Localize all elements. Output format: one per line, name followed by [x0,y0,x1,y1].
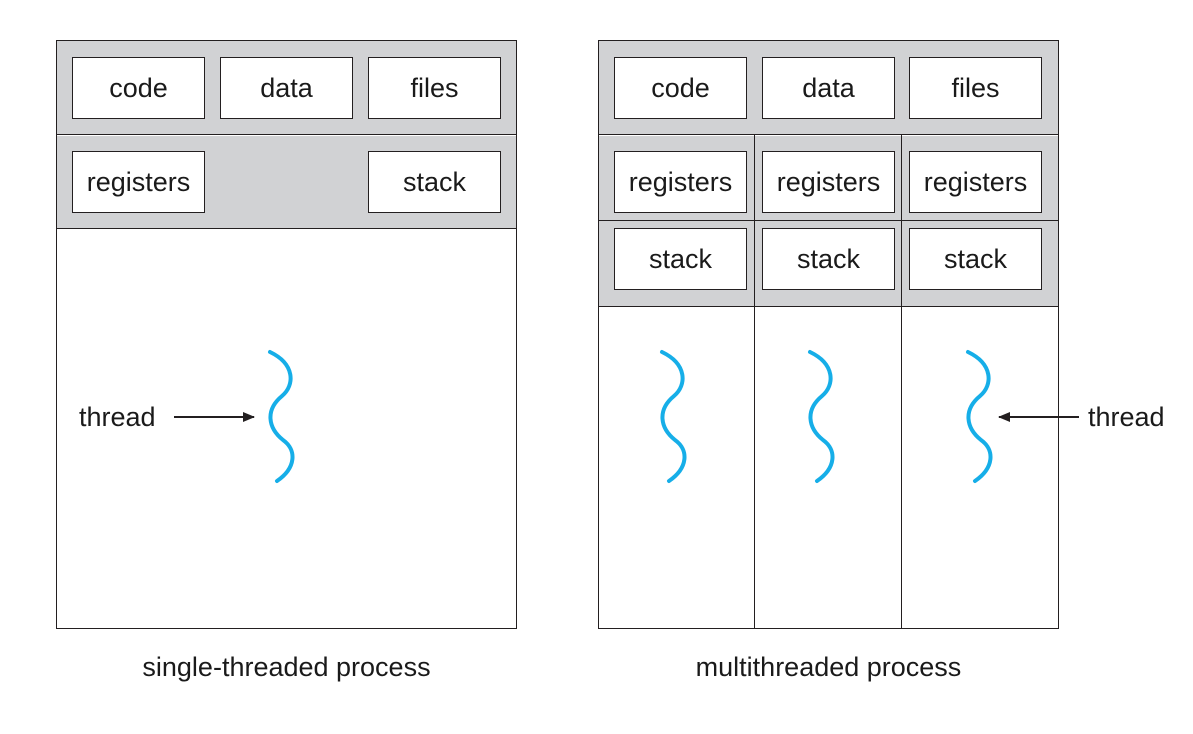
multi-files-box: files [909,57,1042,119]
multi-column-divider-1 [754,135,755,628]
single-stack-box: stack [368,151,501,213]
multi-thread-label: thread [1088,402,1165,432]
multi-divider-2 [599,220,1058,221]
multi-thread-3-registers-box: registers [909,151,1042,213]
multi-caption: multithreaded process [695,652,962,682]
multi-divider-3 [599,306,1058,307]
single-divider-1 [57,134,516,135]
multi-code-box: code [614,57,747,119]
multi-divider-1 [599,134,1058,135]
single-files-box: files [368,57,501,119]
multi-thread-1-registers-box: registers [614,151,747,213]
single-code-box: code [72,57,205,119]
single-divider-2 [57,228,516,229]
multi-thread-3-stack-box: stack [909,228,1042,290]
multi-data-box: data [762,57,895,119]
multi-thread-1-stack-box: stack [614,228,747,290]
single-caption: single-threaded process [142,652,431,682]
single-data-box: data [220,57,353,119]
single-thread-label: thread [79,402,156,432]
multi-thread-2-stack-box: stack [762,228,895,290]
multi-column-divider-2 [901,135,902,628]
multi-thread-2-registers-box: registers [762,151,895,213]
single-registers-box: registers [72,151,205,213]
